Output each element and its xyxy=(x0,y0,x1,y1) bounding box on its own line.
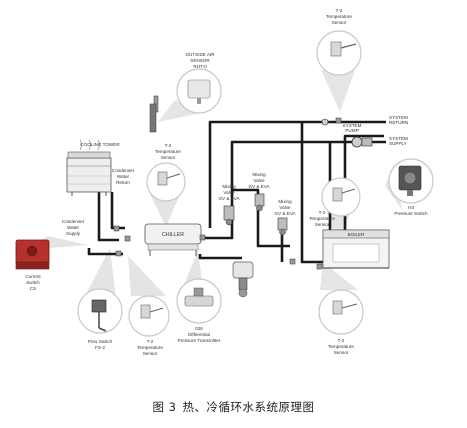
callout-temp-sensor-top xyxy=(316,30,362,76)
callout-flow-switch xyxy=(77,288,123,334)
outside-air-sensor-mount xyxy=(149,103,157,133)
label-mixing-valve-1-2: Valve xyxy=(223,190,235,195)
label-temp-boiler-1: T-2 xyxy=(319,210,326,215)
label-system-supply-2: SUPPLY xyxy=(389,141,407,146)
mixing-valve-2 xyxy=(254,193,265,212)
label-condenser-supply-1: Condenser xyxy=(62,219,85,224)
label-condenser-return-1: Condenser xyxy=(112,168,135,173)
label-current-switch-3: CS xyxy=(30,286,36,291)
label-temp-bottom-right-1: T-2 xyxy=(338,338,345,343)
label-temp-bottom-left-3: Sensor xyxy=(143,351,158,356)
callout-temp-sensor-bottom-right xyxy=(318,289,364,335)
label-system-pump-2: PUMP xyxy=(345,128,358,133)
label-temp-tower-1: T-2 xyxy=(165,143,172,148)
figure-title: 热、冷循环水系统原理图 xyxy=(182,400,315,414)
chiller xyxy=(144,223,202,256)
label-condenser-supply-3: Supply xyxy=(66,231,81,236)
label-outside-air-3: RHT-0 xyxy=(193,64,207,69)
label-system-pump-1: SYSTEM xyxy=(343,123,362,128)
label-mixing-valve-1-1: Mixing xyxy=(222,184,236,189)
label-condenser-supply-2: Water xyxy=(67,225,80,230)
mixing-valve-actuator xyxy=(232,261,254,298)
label-current-switch-2: Switch xyxy=(26,280,40,285)
label-current-switch-1: Current xyxy=(25,274,41,279)
label-temp-top-3: Sensor xyxy=(332,20,347,25)
label-pressure-switch-1: H3 xyxy=(408,205,414,210)
system-pump xyxy=(321,118,373,148)
mixing-valve-3 xyxy=(277,217,288,236)
label-mixing-valve-2-2: Valve xyxy=(253,178,265,183)
callout-outside-air-sensor xyxy=(176,68,222,114)
label-flow-switch-1: Flow Switch xyxy=(88,339,113,344)
figure-caption: 图 3 热、冷循环水系统原理图 xyxy=(0,399,467,415)
label-mixing-valve-3-3: GV & EVA xyxy=(274,211,296,216)
cooling-tower xyxy=(66,139,112,196)
callout-differential-pressure xyxy=(176,278,222,324)
label-diff-pressure-2: Differential xyxy=(188,332,210,337)
label-temp-top-2: Temperature xyxy=(326,14,352,19)
label-condenser-return-3: Return xyxy=(116,180,130,185)
figure-number: 图 3 xyxy=(152,400,177,414)
label-temp-tower-3: Sensor xyxy=(161,155,176,160)
callout-temp-sensor-boiler xyxy=(321,177,361,217)
label-outside-air-2: SENSOR xyxy=(190,58,210,63)
labels: COOLING TOWER Condenser Water Return Con… xyxy=(25,8,428,356)
label-mixing-valve-2-1: Mixing xyxy=(252,172,266,177)
label-system-return-1: SYSTEM xyxy=(389,115,408,120)
label-condenser-return-2: Water xyxy=(117,174,130,179)
label-system-return-2: RETURN xyxy=(389,120,408,125)
label-mixing-valve-2-3: GV & EVA xyxy=(248,184,270,189)
label-diff-pressure-3: Pressure Transmitter xyxy=(178,338,221,343)
label-temp-bottom-left-2: Temperature xyxy=(137,345,163,350)
label-temp-bottom-right-3: Sensor xyxy=(334,350,349,355)
label-temp-tower-2: Temperature xyxy=(155,149,181,154)
label-mixing-valve-3-2: Valve xyxy=(279,205,291,210)
label-mixing-valve-3-1: Mixing xyxy=(278,199,292,204)
label-chiller: CHILLER xyxy=(162,232,184,238)
mixing-valve-1 xyxy=(223,205,235,226)
label-temp-bottom-left-1: T-2 xyxy=(147,339,154,344)
label-pressure-switch-2: Pressure Switch xyxy=(394,211,428,216)
label-temp-boiler-2: Temperature xyxy=(309,216,335,221)
label-cooling-tower: COOLING TOWER xyxy=(80,142,120,147)
callout-temp-sensor-tower xyxy=(146,162,186,202)
label-mixing-valve-1-3: GV & EVA xyxy=(218,196,240,201)
label-outside-air-1: OUTSIDE AIR xyxy=(185,52,215,57)
label-temp-bottom-right-2: Temperature xyxy=(328,344,354,349)
label-diff-pressure-1: 026 xyxy=(195,326,203,331)
boiler xyxy=(322,229,390,269)
label-temp-top-1: T-2 xyxy=(336,8,343,13)
callout-current-switch xyxy=(15,239,50,270)
label-temp-boiler-3: Sensor xyxy=(315,222,330,227)
callout-pressure-switch xyxy=(388,158,434,204)
label-system-supply-1: SYSTEM xyxy=(389,136,408,141)
label-flow-switch-2: FS-2 xyxy=(95,345,105,350)
callout-temp-sensor-bottom-left xyxy=(128,295,170,337)
label-boiler: BOILER xyxy=(348,232,366,237)
